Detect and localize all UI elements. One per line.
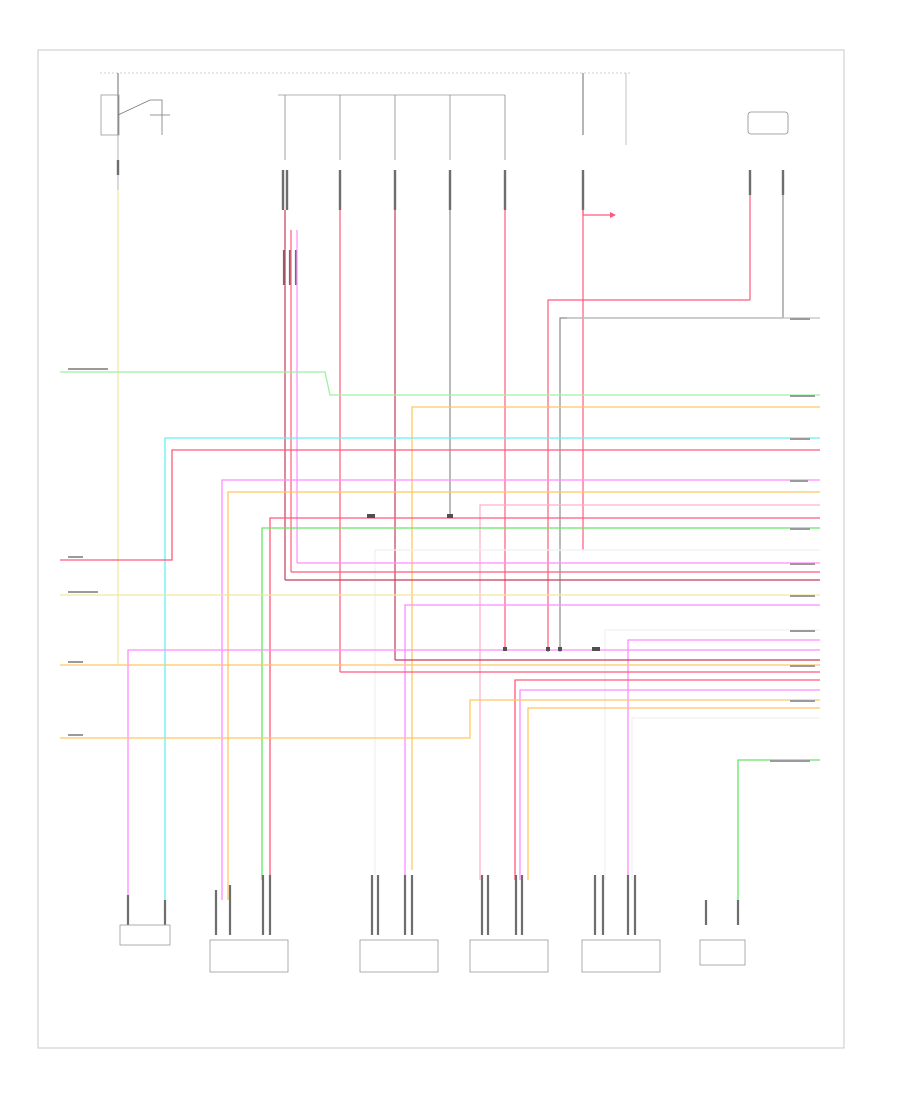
right-module-assembly xyxy=(747,111,789,135)
module-box-right xyxy=(747,111,789,135)
component-box-6 xyxy=(699,939,746,966)
fuse-block-left xyxy=(100,94,120,136)
left-pin-labels xyxy=(68,368,108,736)
splice-pins xyxy=(282,250,298,285)
fuse-row xyxy=(284,95,506,160)
component-box-4 xyxy=(469,939,549,973)
component-box-5 xyxy=(581,939,661,973)
relay-switch-icon xyxy=(117,99,170,135)
bottom-connector-pins xyxy=(126,875,740,935)
left-fuse-assembly xyxy=(100,73,170,665)
component-box-1 xyxy=(119,924,171,946)
diagram-frame xyxy=(37,49,845,1049)
component-box-2 xyxy=(209,939,289,973)
right-pin-labels xyxy=(770,318,815,762)
upper-branches xyxy=(547,299,820,652)
horizontal-wires xyxy=(60,371,820,920)
component-box-3 xyxy=(359,939,439,973)
splice-nodes xyxy=(367,514,600,651)
connector-arrow-icon xyxy=(610,212,616,218)
bottom-components xyxy=(119,924,746,973)
middle-fuse-assembly xyxy=(582,73,627,218)
connector-pins xyxy=(116,160,785,210)
vertical-wires xyxy=(284,195,784,672)
